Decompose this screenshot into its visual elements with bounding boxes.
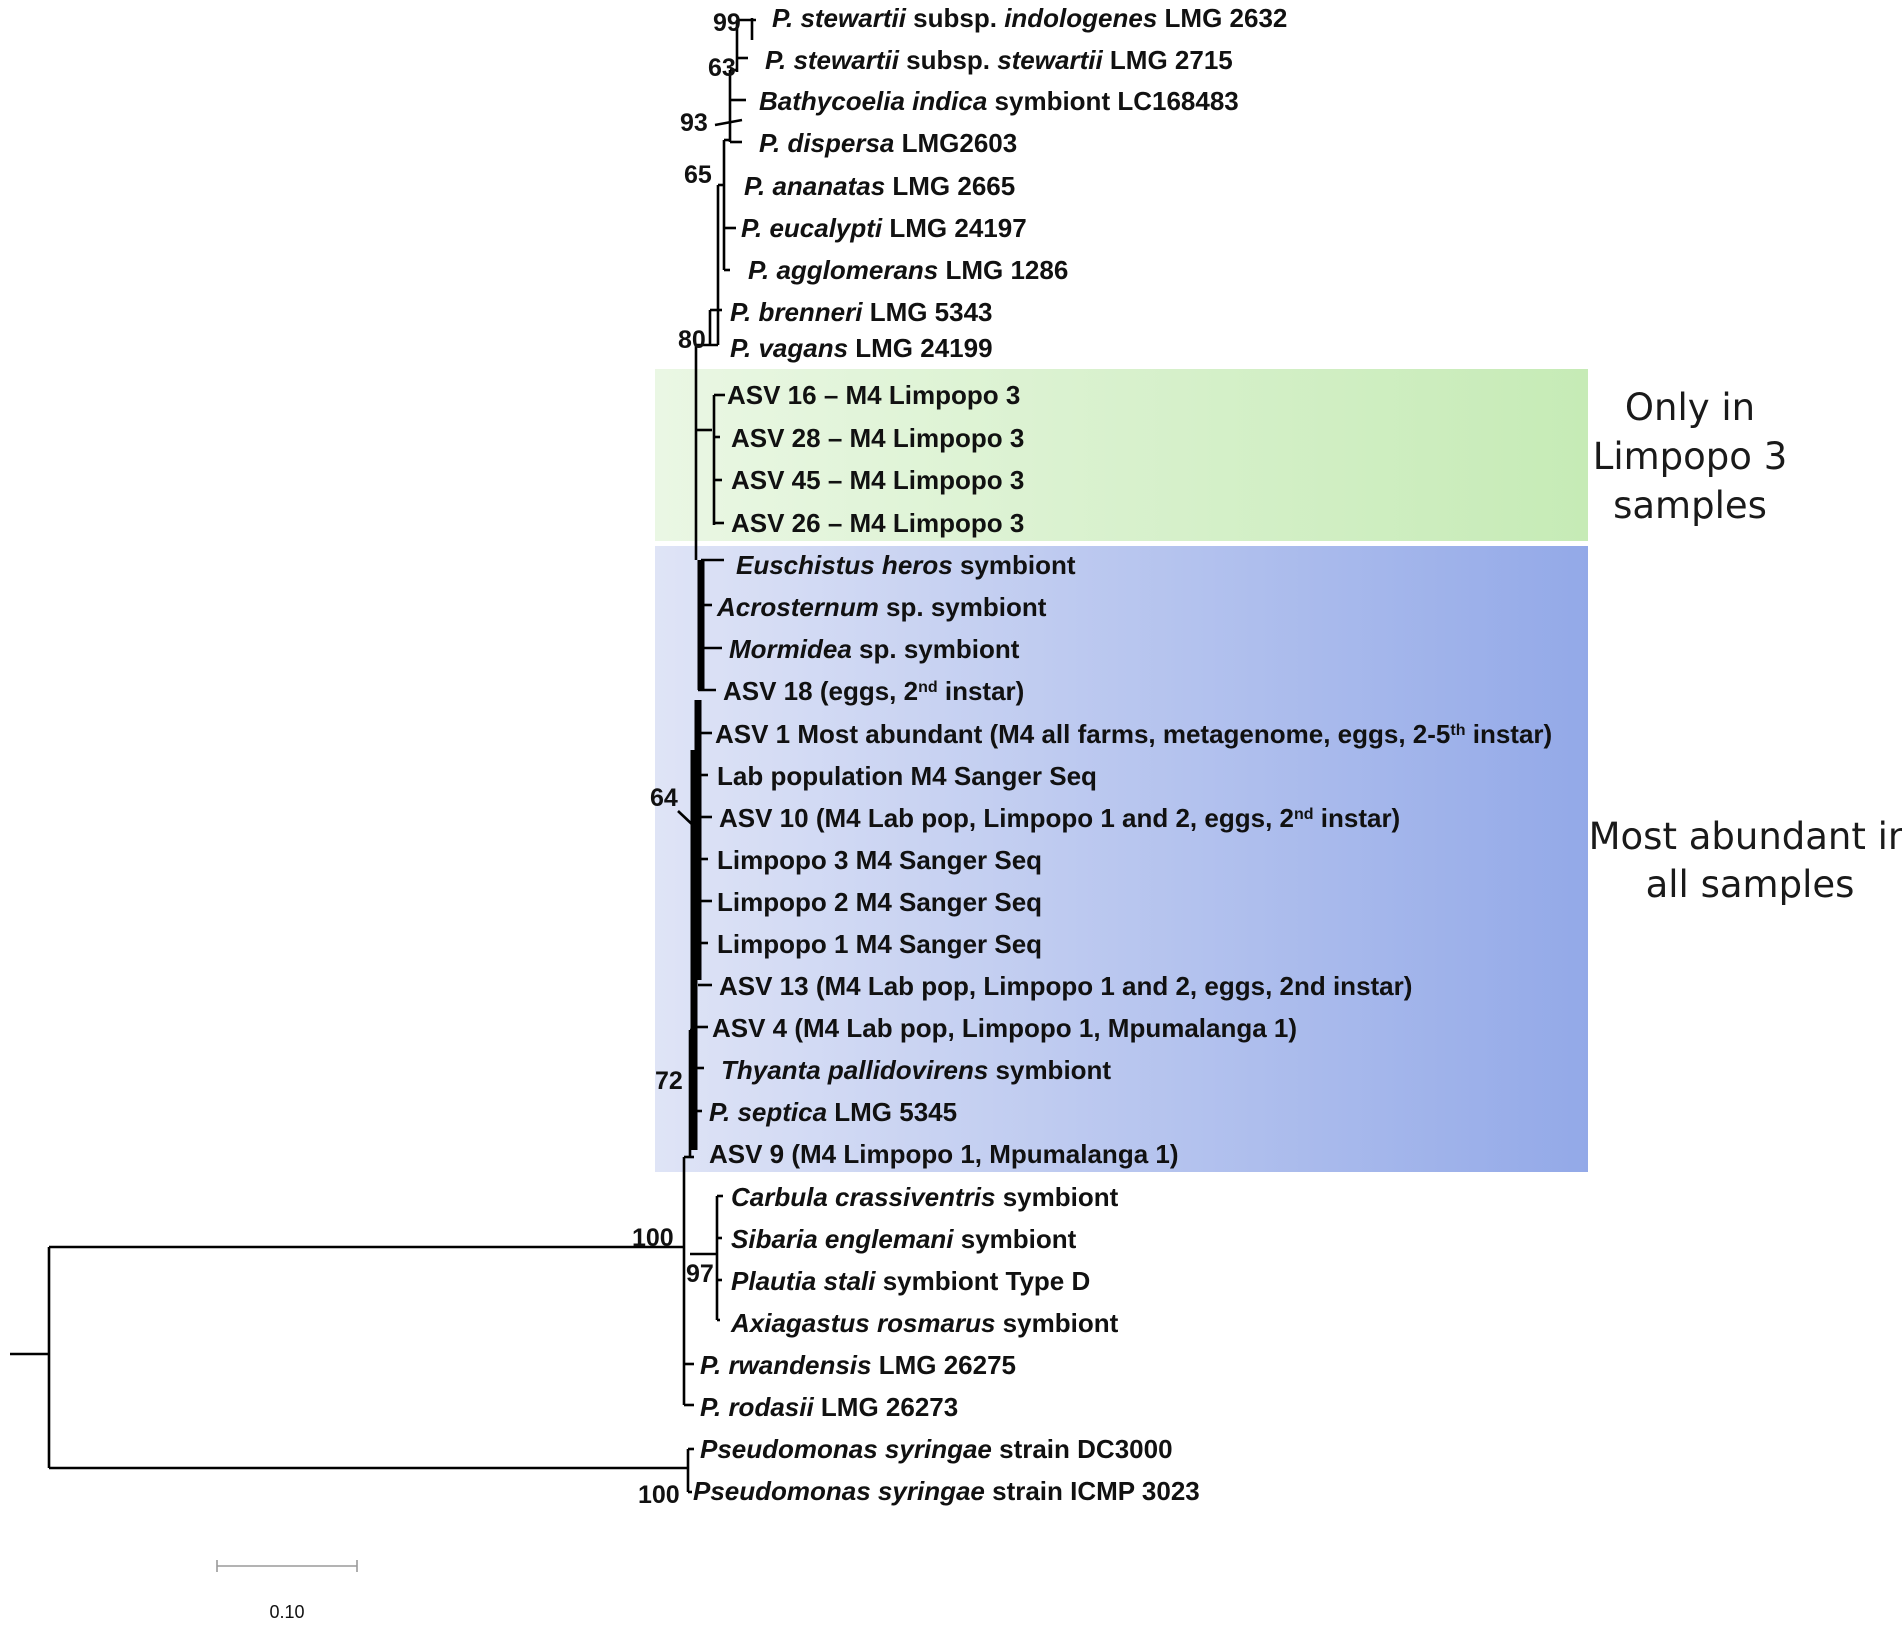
abundant-group-highlight (655, 546, 1588, 1172)
leaf-label: Lab population M4 Sanger Seq (717, 761, 1097, 791)
limpopo3-group-note: Only in Limpopo 3 samples (1593, 386, 1788, 527)
bootstrap-value: 80 (678, 326, 706, 354)
leaf-label: Carbula crassiventris symbiont (731, 1182, 1119, 1212)
tree-branches (10, 18, 756, 1494)
bootstrap-value: 99 (713, 9, 741, 37)
leaf-label: ASV 9 (M4 Limpopo 1, Mpumalanga 1) (709, 1139, 1179, 1169)
leaf-label: Limpopo 2 M4 Sanger Seq (717, 887, 1042, 917)
leaf-label: P. rwandensis LMG 26275 (700, 1350, 1016, 1380)
leaf-label: ASV 28 – M4 Limpopo 3 (731, 423, 1024, 453)
leaf-label: ASV 4 (M4 Lab pop, Limpopo 1, Mpumalanga… (712, 1013, 1297, 1043)
leaf-label: P. brenneri LMG 5343 (730, 297, 993, 327)
svg-text:Most abundant in: Most abundant in (1589, 815, 1902, 858)
leaf-label: ASV 10 (M4 Lab pop, Limpopo 1 and 2, egg… (719, 803, 1400, 833)
bootstrap-value: 97 (686, 1260, 714, 1288)
leaf-label: P. septica LMG 5345 (709, 1097, 957, 1127)
leaf-label: Acrosternum sp. symbiont (716, 592, 1047, 622)
svg-text:Limpopo 3: Limpopo 3 (1593, 435, 1788, 478)
leaf-label: Limpopo 3 M4 Sanger Seq (717, 845, 1042, 875)
limpopo3-group-highlight (655, 369, 1588, 541)
leaf-label: ASV 1 Most abundant (M4 all farms, metag… (715, 719, 1552, 749)
leaf-label: P. eucalypti LMG 24197 (741, 213, 1027, 243)
bootstrap-value: 65 (684, 161, 712, 189)
leaf-label: Sibaria englemani symbiont (731, 1224, 1077, 1254)
scale-bar-label: 0.10 (269, 1602, 304, 1622)
leaf-label: ASV 16 – M4 Limpopo 3 (727, 380, 1020, 410)
leaf-label: P. rodasii LMG 26273 (700, 1392, 958, 1422)
leaf-label: P. stewartii subsp. indologenes LMG 2632 (772, 3, 1287, 33)
scale-bar: 0.10 (216, 1560, 358, 1622)
leaf-label: P. ananatas LMG 2665 (744, 171, 1015, 201)
svg-text:all samples: all samples (1646, 863, 1855, 906)
leaf-label: P. dispersa LMG2603 (759, 128, 1017, 158)
leaf-label: Limpopo 1 M4 Sanger Seq (717, 929, 1042, 959)
leaf-label: ASV 45 – M4 Limpopo 3 (731, 465, 1024, 495)
bootstrap-values: 99 63 93 65 80 64 72 100 97 100 (632, 9, 741, 1509)
leaf-label: Pseudomonas syringae strain DC3000 (700, 1434, 1173, 1464)
leaf-labels: P. stewartii subsp. indologenes LMG 2632… (693, 3, 1552, 1506)
leaf-label: Axiagastus rosmarus symbiont (730, 1308, 1119, 1338)
leaf-label: Pseudomonas syringae strain ICMP 3023 (693, 1476, 1200, 1506)
leaf-label: Plautia stali symbiont Type D (731, 1266, 1090, 1296)
bootstrap-value: 100 (638, 1481, 680, 1509)
leaf-label: Bathycoelia indica symbiont LC168483 (759, 86, 1239, 116)
bootstrap-value: 63 (708, 54, 736, 82)
bootstrap-value: 93 (680, 109, 708, 137)
leaf-label: ASV 26 – M4 Limpopo 3 (731, 508, 1024, 538)
abundant-group-note: Most abundant in all samples (1589, 815, 1902, 906)
bootstrap-value: 100 (632, 1224, 674, 1252)
svg-text:samples: samples (1613, 484, 1767, 527)
bootstrap-value: 64 (650, 784, 678, 812)
leaf-label: ASV 18 (eggs, 2nd instar) (723, 676, 1024, 706)
leaf-label: Thyanta pallidovirens symbiont (721, 1055, 1111, 1085)
leaf-label: Euschistus heros symbiont (736, 550, 1076, 580)
bootstrap-value: 72 (655, 1067, 683, 1095)
svg-text:Only in: Only in (1625, 386, 1755, 429)
leaf-label: P. stewartii subsp. stewartii LMG 2715 (765, 45, 1233, 75)
leaf-label: P. vagans LMG 24199 (730, 333, 993, 363)
leaf-label: Mormidea sp. symbiont (729, 634, 1020, 664)
leaf-label: ASV 13 (M4 Lab pop, Limpopo 1 and 2, egg… (719, 971, 1412, 1001)
leaf-label: P. agglomerans LMG 1286 (748, 255, 1068, 285)
